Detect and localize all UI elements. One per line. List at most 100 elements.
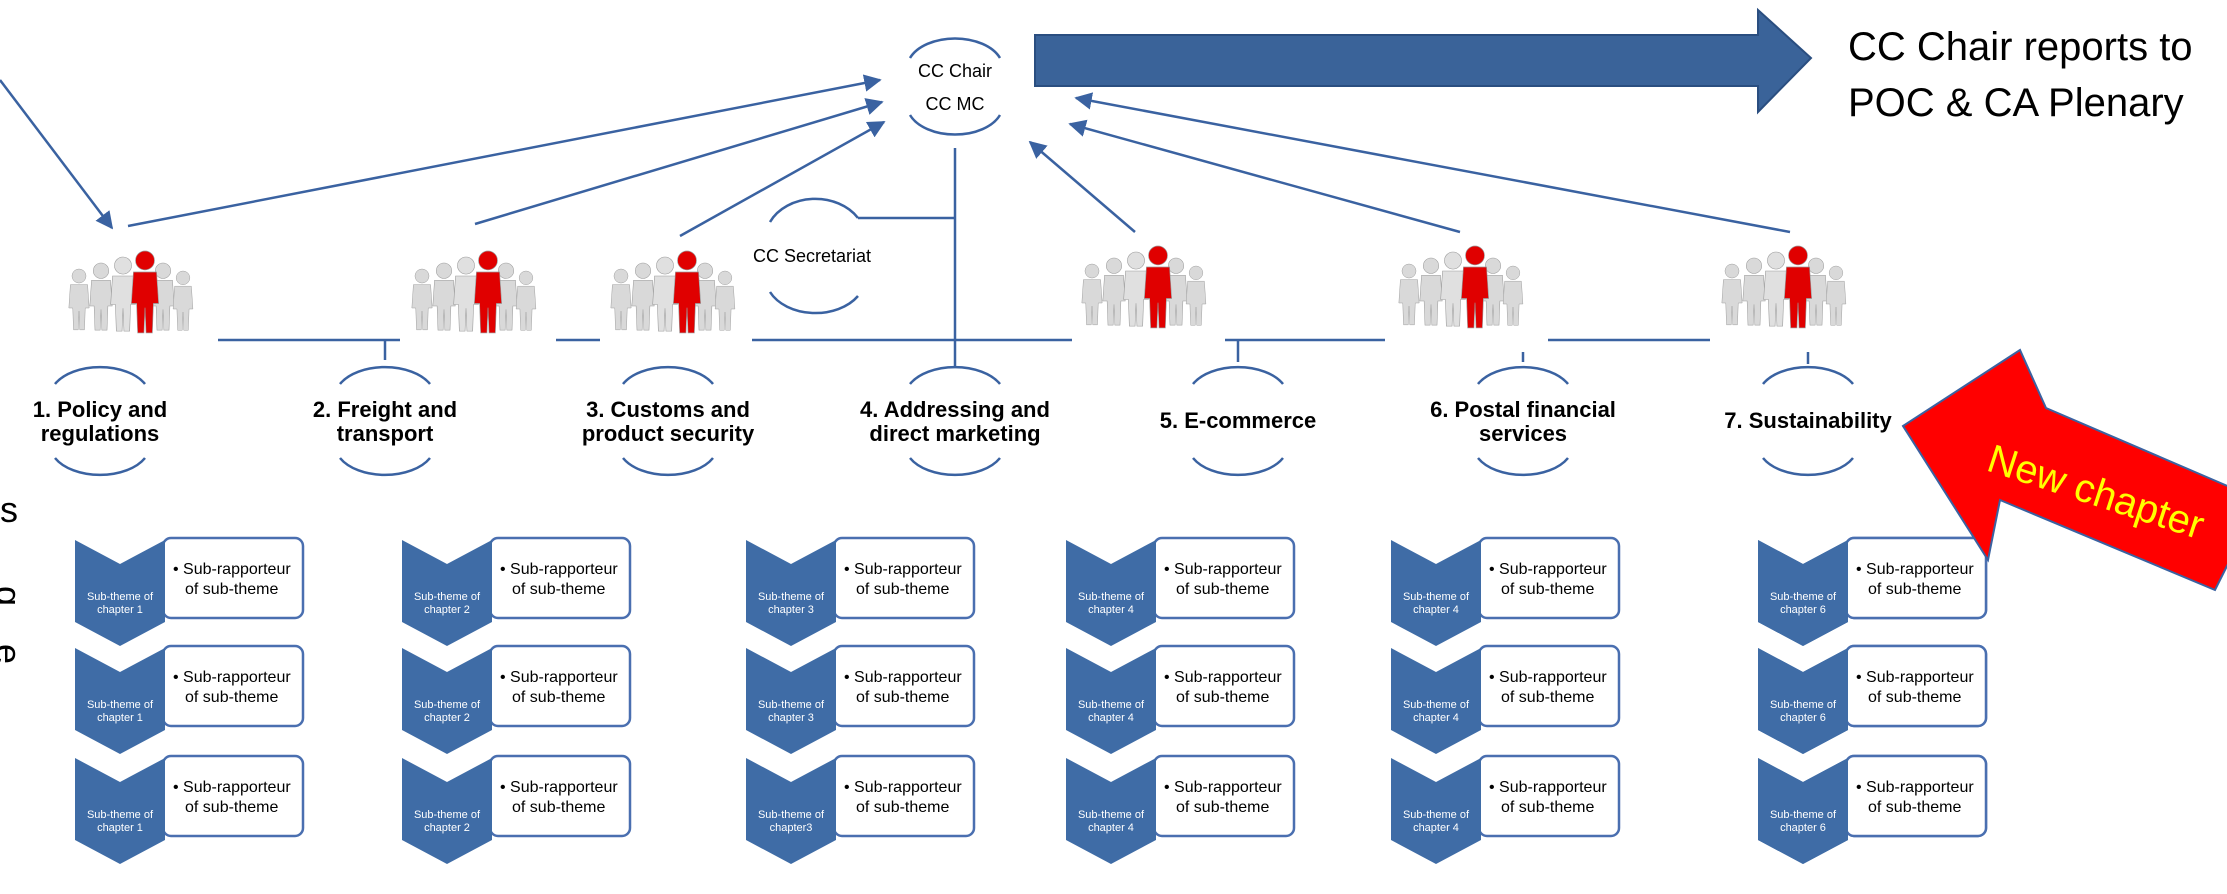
people-group-icon: [1718, 240, 1858, 340]
leader-figure: [673, 250, 701, 334]
arrow-ch5: [1028, 140, 1136, 233]
reports-line-2: POC & CA Plenary: [1848, 81, 2184, 125]
subtheme-label-line-2: chapter 3: [768, 604, 814, 616]
figure-head: [478, 250, 498, 271]
rapporteur-line-1: • Sub-rapporteur: [844, 779, 962, 796]
figure-body: [1185, 280, 1207, 326]
subtheme-chevron: [1066, 758, 1156, 864]
figure-body: [631, 279, 655, 331]
subtheme-label-line-1: Sub-theme of: [1770, 591, 1837, 603]
subtheme-chevron: [75, 758, 165, 864]
rapporteur-line-1: • Sub-rapporteur: [500, 561, 618, 578]
title-bracket-top: [339, 365, 431, 385]
subtheme-label-line-2: chapter 4: [1088, 712, 1134, 724]
subtheme-label-line-2: chapter 2: [424, 712, 470, 724]
chapter-title-line-2: direct marketing: [869, 421, 1040, 446]
rapporteur-box: [1844, 754, 1988, 838]
rapporteur-line-2: of sub-theme: [512, 689, 605, 706]
cc-mc-label: CC MC: [926, 94, 985, 114]
figure-head: [414, 268, 430, 284]
arrow-ch3: [679, 120, 886, 238]
subtheme-chevron: [1758, 540, 1848, 646]
rapporteur-box: [832, 536, 976, 620]
subtheme-label-line-2: chapter 2: [424, 604, 470, 616]
rapporteur-box: [832, 644, 976, 728]
figure-head: [93, 262, 109, 279]
arrow-ch7: [1074, 92, 1791, 234]
rapporteur-line-1: • Sub-rapporteur: [173, 779, 291, 796]
title-bracket-top: [909, 365, 1001, 385]
chapter-title: 5. E-commerce: [1160, 408, 1317, 433]
leader-figure: [1784, 245, 1812, 329]
subtheme-label-line-1: Sub-theme of: [1078, 809, 1145, 821]
left-edge-glyph-2: g: [0, 586, 29, 606]
rapporteur-box: [488, 754, 632, 838]
rapporteur-line-1: • Sub-rapporteur: [844, 561, 962, 578]
rapporteur-line-1: • Sub-rapporteur: [1489, 561, 1607, 578]
rapporteur-line-1: • Sub-rapporteur: [1164, 779, 1282, 796]
subtheme-label-line-1: Sub-theme of: [87, 699, 154, 711]
rapporteur-box: [488, 644, 632, 728]
subtheme-label-line-2: chapter 1: [97, 604, 143, 616]
figure-head: [1444, 251, 1462, 270]
rapporteur-line-2: of sub-theme: [512, 581, 605, 598]
chapter-title-line-2: services: [1479, 421, 1567, 446]
subtheme-label-line-1: Sub-theme of: [1403, 809, 1470, 821]
title-bracket-top: [1192, 365, 1284, 385]
figure-body: [515, 285, 537, 331]
member-figure: [714, 270, 736, 331]
subtheme-chevron: [1758, 648, 1848, 754]
rapporteur-line-1: • Sub-rapporteur: [1164, 669, 1282, 686]
figure-head: [1828, 265, 1844, 280]
chair-bracket-top: [908, 37, 1002, 59]
subtheme-label-line-1: Sub-theme of: [1078, 699, 1145, 711]
figure-body: [1419, 274, 1443, 326]
rapporteur-line-1: • Sub-rapporteur: [500, 779, 618, 796]
subtheme-label-line-2: chapter 3: [768, 712, 814, 724]
subtheme-label-line-2: chapter 4: [1413, 822, 1459, 834]
figure-head: [498, 262, 514, 279]
subtheme-chevron: [402, 648, 492, 754]
figure-head: [457, 256, 475, 275]
member-figure: [1123, 251, 1149, 327]
member-figure: [631, 262, 655, 331]
rapporteur-box: [161, 754, 305, 838]
figure-head: [613, 268, 629, 284]
rapporteur-box: [1152, 754, 1296, 838]
title-bracket-bottom: [622, 457, 714, 477]
title-bracket-bottom: [909, 457, 1001, 477]
rapporteur-box: [1152, 644, 1296, 728]
subtheme-chevron: [1758, 758, 1848, 864]
rapporteur-box: [832, 754, 976, 838]
chapter-title-line-1: 3. Customs and: [586, 397, 750, 422]
title-bracket-bottom: [339, 457, 431, 477]
member-figure: [1081, 263, 1103, 326]
subtheme-chevron: [75, 648, 165, 754]
subtheme-chevron: [746, 758, 836, 864]
arrow-ch2: [474, 98, 884, 226]
subtheme-label-line-2: chapter 1: [97, 712, 143, 724]
figure-head: [1767, 251, 1785, 270]
subtheme-label-line-1: Sub-theme of: [1078, 591, 1145, 603]
subtheme-label-line-2: chapter 2: [424, 822, 470, 834]
title-bracket-bottom: [1192, 457, 1284, 477]
figure-head: [1401, 263, 1417, 279]
figure-body: [411, 284, 433, 331]
rapporteur-box: [161, 536, 305, 620]
member-figure: [1419, 257, 1443, 326]
leader-figure: [474, 250, 502, 334]
figure-head: [1148, 245, 1168, 266]
rapporteur-line-1: • Sub-rapporteur: [844, 669, 962, 686]
title-bracket-bottom: [1477, 457, 1569, 477]
rapporteur-line-2: of sub-theme: [856, 689, 949, 706]
rapporteur-box: [1477, 754, 1621, 838]
rapporteur-line-2: of sub-theme: [1868, 581, 1961, 598]
subtheme-label-line-1: Sub-theme of: [1403, 699, 1470, 711]
figure-head: [1127, 251, 1145, 270]
subtheme-label-line-1: Sub-theme of: [414, 809, 481, 821]
rapporteur-box: [1152, 536, 1296, 620]
figure-head: [677, 250, 697, 271]
